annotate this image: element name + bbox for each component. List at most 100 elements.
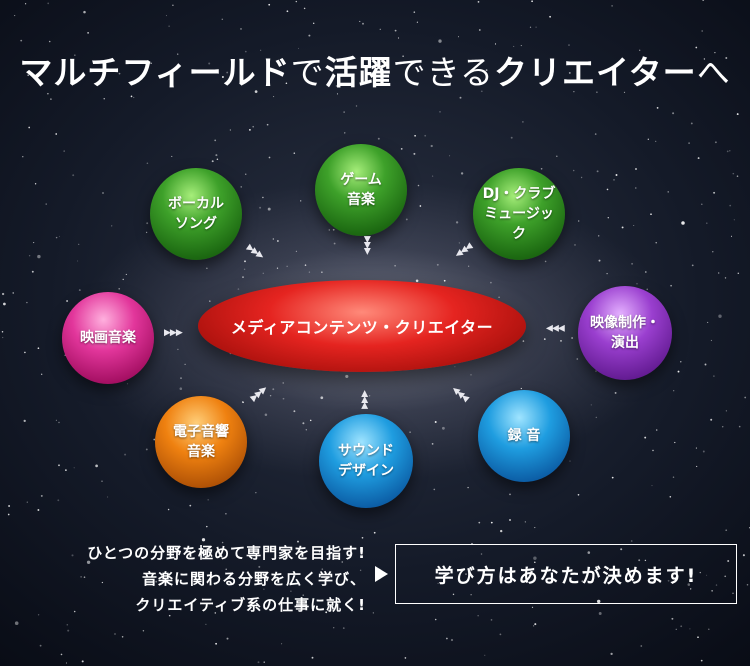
star [439, 111, 441, 113]
star [107, 496, 109, 498]
star [669, 496, 672, 498]
star [28, 255, 31, 257]
star [240, 27, 242, 30]
star [690, 588, 692, 590]
highlight-text: 学び方はあなたが決めます! [434, 564, 698, 587]
star [394, 29, 397, 32]
star [14, 621, 19, 625]
sphere-label: DJ・クラブ ミュージック [482, 186, 556, 242]
star [73, 610, 76, 613]
star [304, 264, 307, 266]
star [263, 661, 265, 663]
arrow-from-sound-design: ▶▶▶ [359, 391, 370, 409]
star [667, 579, 670, 582]
star [126, 383, 129, 385]
star [721, 425, 724, 428]
star [672, 112, 675, 115]
star [327, 558, 329, 560]
star [470, 594, 472, 596]
star [441, 426, 445, 430]
star [701, 30, 704, 32]
star [141, 602, 143, 604]
star [165, 15, 167, 17]
star [710, 339, 712, 342]
star [303, 7, 306, 10]
star [372, 612, 374, 614]
star [725, 57, 728, 59]
star [681, 221, 685, 225]
star [102, 67, 105, 70]
star [167, 508, 170, 511]
star [121, 636, 124, 638]
star [155, 580, 158, 583]
star [297, 47, 300, 49]
star [478, 521, 481, 524]
star [394, 265, 396, 267]
star [614, 391, 617, 394]
star [101, 581, 104, 584]
star [590, 404, 592, 406]
star [454, 366, 456, 368]
star [80, 576, 82, 578]
star [221, 76, 224, 78]
star [3, 302, 6, 306]
star [596, 91, 598, 93]
star [490, 281, 492, 284]
star [549, 15, 551, 18]
star [58, 421, 60, 424]
star [718, 314, 722, 318]
star [650, 213, 652, 215]
star [424, 134, 427, 137]
star [480, 553, 483, 555]
sphere-label: 電子音響 音楽 [173, 424, 229, 460]
star [470, 373, 472, 376]
star [574, 244, 576, 246]
star [467, 486, 469, 489]
star [578, 220, 580, 222]
star [177, 53, 179, 55]
star [133, 96, 135, 99]
star [644, 271, 647, 273]
star [259, 206, 262, 209]
star [73, 467, 75, 469]
star [335, 85, 338, 87]
star [725, 410, 727, 412]
star [707, 321, 709, 323]
star [478, 29, 481, 31]
star [569, 460, 571, 462]
sphere-label: ボーカル ソング [168, 196, 224, 232]
star [207, 499, 209, 501]
star [458, 242, 461, 244]
star [226, 637, 229, 640]
star [404, 657, 407, 659]
star [534, 527, 536, 529]
star [430, 144, 433, 148]
star [221, 18, 224, 21]
star [47, 2, 50, 5]
star [47, 93, 49, 95]
star [332, 228, 335, 231]
star [249, 129, 251, 131]
star [633, 224, 635, 227]
star [263, 588, 265, 590]
star [690, 122, 693, 125]
star [655, 429, 658, 431]
star [23, 419, 26, 423]
star [27, 74, 30, 77]
star [572, 169, 575, 172]
star [102, 192, 104, 194]
star [114, 633, 116, 635]
star [413, 152, 416, 155]
star [345, 374, 349, 378]
star [142, 630, 145, 632]
star [273, 96, 275, 98]
star [83, 576, 86, 578]
star [737, 272, 740, 275]
sphere-vocal-song: ボーカル ソング [150, 168, 242, 260]
star [379, 28, 381, 30]
star [209, 300, 211, 302]
star [125, 273, 127, 275]
star [48, 40, 51, 43]
star [620, 548, 623, 551]
star [416, 21, 418, 23]
